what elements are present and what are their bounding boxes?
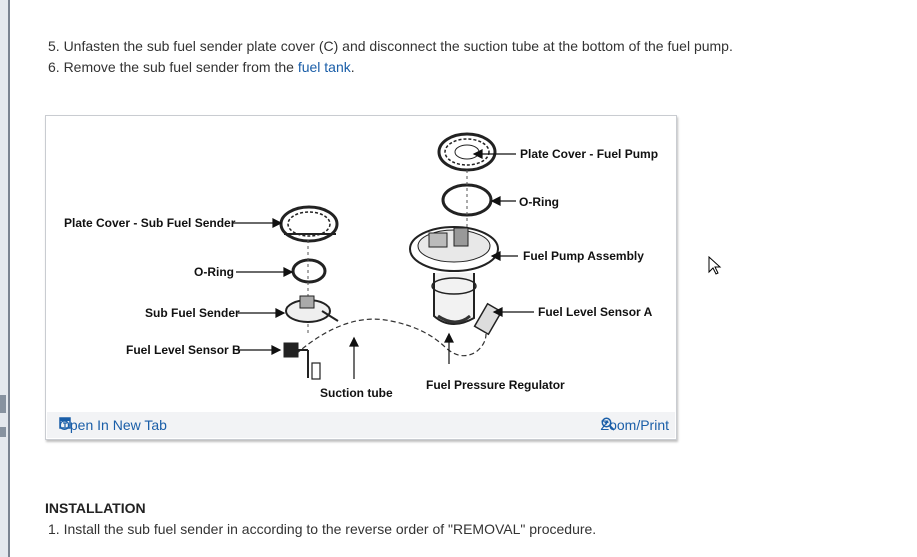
fuel-pump-assembly-part xyxy=(409,226,503,336)
label-fuel-pump-assembly: Fuel Pump Assembly xyxy=(523,249,644,263)
o-ring-left-part xyxy=(291,258,327,284)
fuel-tank-link[interactable]: fuel tank xyxy=(297,59,351,75)
installation-heading: INSTALLATION xyxy=(45,500,146,516)
zoom-print-label: Zoom/Print xyxy=(600,417,669,433)
figure-container: Plate Cover - Fuel Pump O-Ring Fuel Pump… xyxy=(45,115,677,440)
leader-arrows xyxy=(233,149,534,379)
figure-footer: Open In New Tab Zoom/Print xyxy=(47,412,675,438)
open-in-new-tab-link[interactable]: Open In New Tab xyxy=(59,417,167,433)
zoom-icon xyxy=(601,417,615,431)
label-o-ring-left: O-Ring xyxy=(194,265,234,279)
fuel-pump-diagram[interactable]: Plate Cover - Fuel Pump O-Ring Fuel Pump… xyxy=(46,116,676,412)
step-5-text: 5. Unfasten the sub fuel sender plate co… xyxy=(48,38,733,54)
window-edge-line xyxy=(8,0,10,557)
step-6-prefix: 6. Remove the sub fuel sender from the xyxy=(48,59,298,75)
plate-cover-fuel-pump-part xyxy=(437,132,497,172)
plate-cover-sub-part xyxy=(279,205,339,243)
sub-fuel-sender-part xyxy=(285,295,339,323)
label-fuel-level-sensor-b: Fuel Level Sensor B xyxy=(126,343,241,357)
label-o-ring-right: O-Ring xyxy=(519,195,559,209)
label-plate-cover-sub: Plate Cover - Sub Fuel Sender xyxy=(64,216,236,230)
step-6-text: 6. Remove the sub fuel sender from the f… xyxy=(48,58,355,76)
mouse-cursor-icon xyxy=(708,256,722,275)
label-fuel-level-sensor-a: Fuel Level Sensor A xyxy=(538,305,653,319)
label-sub-fuel-sender: Sub Fuel Sender xyxy=(145,306,240,320)
label-plate-cover-fuel-pump: Plate Cover - Fuel Pump xyxy=(520,147,658,161)
suction-tube-line xyxy=(295,318,487,357)
step-6-suffix: . xyxy=(350,59,355,75)
label-suction-tube: Suction tube xyxy=(320,386,393,400)
installation-step-1: 1. Install the sub fuel sender in accord… xyxy=(48,521,597,537)
fuel-level-sensor-b-part xyxy=(283,342,321,380)
edge-marker xyxy=(0,395,6,413)
label-fuel-pressure-regulator: Fuel Pressure Regulator xyxy=(426,378,565,392)
edge-marker xyxy=(0,427,6,437)
left-window-edge xyxy=(0,0,10,557)
open-tab-icon xyxy=(59,417,71,429)
zoom-print-link[interactable]: Zoom/Print xyxy=(601,417,669,433)
open-in-new-tab-label: Open In New Tab xyxy=(59,417,167,433)
